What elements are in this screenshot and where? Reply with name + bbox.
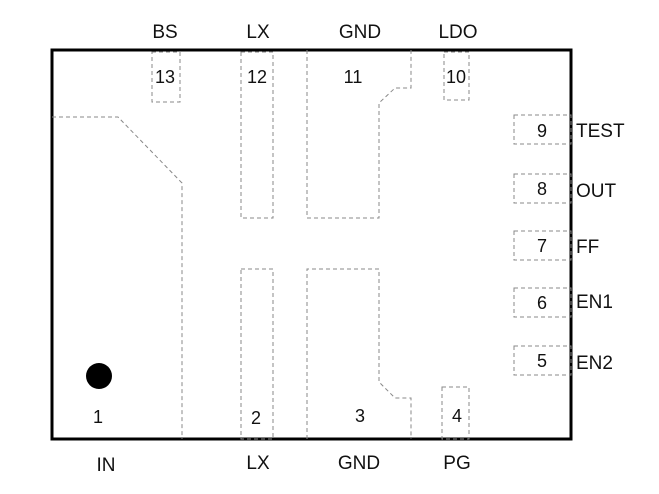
right-number-6: 6 <box>537 293 547 313</box>
top-number-11: 11 <box>344 67 363 87</box>
top-label-bs: BS <box>152 22 177 43</box>
right-label-en2: EN2 <box>576 353 613 374</box>
bottom-label-pg: PG <box>443 453 470 474</box>
right-label-out: OUT <box>576 181 617 202</box>
pad-bs <box>151 51 181 103</box>
right-label-test: TEST <box>576 121 625 142</box>
right-number-7: 7 <box>537 236 547 256</box>
bottom-number-1: 1 <box>93 407 103 427</box>
bottom-label-gnd: GND <box>338 453 380 474</box>
pad-en1 <box>513 287 572 318</box>
right-label-en1: EN1 <box>576 292 613 313</box>
right-number-8: 8 <box>537 179 547 199</box>
bottom-number-3: 3 <box>355 406 365 426</box>
top-label-lx: LX <box>246 22 270 43</box>
package-outline <box>50 48 573 441</box>
bottom-number-4: 4 <box>452 406 462 426</box>
pad-pg <box>441 386 470 440</box>
pin1-marker-icon <box>86 363 112 389</box>
pad-in <box>52 116 183 439</box>
pad-test <box>513 114 572 145</box>
pad-out <box>513 173 572 204</box>
top-number-10: 10 <box>446 67 466 87</box>
right-number-5: 5 <box>537 351 547 371</box>
pad-gnd-bottom <box>306 268 412 439</box>
pad-ff <box>513 230 572 261</box>
bottom-label-lx: LX <box>246 453 270 474</box>
pad-lx-bottom <box>240 268 274 440</box>
pad-gnd-top <box>306 50 412 219</box>
right-number-9: 9 <box>537 121 547 141</box>
top-label-gnd: GND <box>339 22 381 43</box>
right-label-ff: FF <box>576 237 599 258</box>
pad-lx-top <box>240 51 274 219</box>
pad-ldo <box>443 51 470 101</box>
top-number-13: 13 <box>155 67 175 87</box>
pad-en2 <box>513 345 572 376</box>
bottom-label-in: IN <box>97 455 116 476</box>
bottom-number-2: 2 <box>251 408 261 428</box>
top-number-12: 12 <box>247 67 267 87</box>
top-label-ldo: LDO <box>438 22 477 43</box>
